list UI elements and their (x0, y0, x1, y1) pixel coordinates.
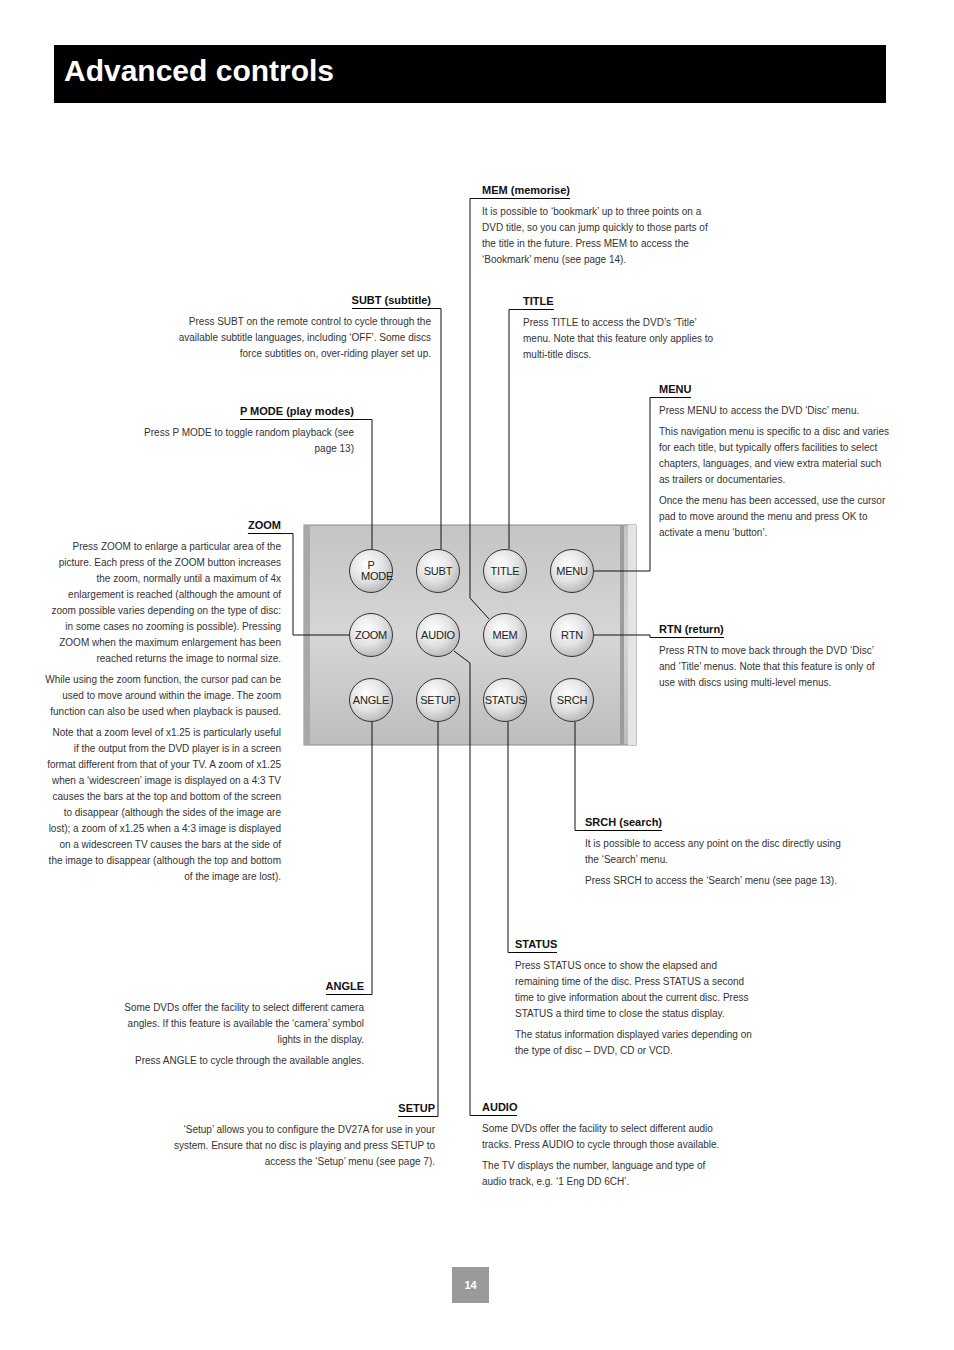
callout-heading: SUBT (subtitle) (352, 293, 431, 309)
leader-line (454, 651, 482, 1116)
button-label: MEM (492, 630, 517, 641)
leader-line (281, 534, 349, 636)
callout-heading: MENU (659, 382, 691, 398)
callout-heading-row: MENU (659, 379, 891, 403)
callout-text: It is possible to ‘bookmark’ up to three… (482, 204, 722, 268)
callout-text: Press ZOOM to enlarge a particular area … (45, 539, 281, 667)
page-title: Advanced controls (64, 53, 334, 89)
button-label: STATUS (485, 695, 526, 706)
leader-line (594, 398, 659, 572)
callout-heading-row: SETUP (173, 1098, 435, 1122)
button-label: SUBT (424, 566, 453, 577)
callout-text: Press SUBT on the remote control to cycl… (169, 314, 431, 362)
callout-heading: TITLE (523, 294, 554, 310)
button-label: SETUP (420, 695, 456, 706)
callout-text: This navigation menu is specific to a di… (659, 424, 891, 488)
callout-text: The TV displays the number, language and… (482, 1158, 722, 1190)
callout-text: Once the menu has been accessed, use the… (659, 493, 891, 541)
button-label: MENU (556, 566, 588, 577)
callout-heading: SRCH (search) (585, 815, 662, 831)
callout: MEM (memorise) It is possible to ‘bookmar… (482, 180, 722, 273)
callout-heading-row: AUDIO (482, 1097, 722, 1121)
remote-button: ZOOM (349, 613, 393, 657)
callout-text: The status information displayed varies … (515, 1027, 755, 1059)
callout: ZOOM Press ZOOM to enlarge a particular a… (45, 515, 281, 890)
callout: ANGLE Some DVDs offer the facility to sel… (114, 976, 364, 1074)
callout: SETUP ‘Setup’ allows you to configure the… (173, 1098, 435, 1175)
callout-heading: ZOOM (248, 518, 281, 534)
callout: RTN (return) Press RTN to move back throu… (659, 619, 887, 696)
button-label: ANGLE (353, 695, 389, 706)
remote-button: STATUS (483, 678, 527, 722)
callout-text: Some DVDs offer the facility to select d… (114, 1000, 364, 1048)
callout-heading: AUDIO (482, 1100, 517, 1116)
remote-button: ANGLE (349, 678, 393, 722)
button-label: SRCH (557, 695, 587, 706)
callout-heading-row: P MODE (play modes) (134, 401, 354, 425)
callout-text: It is possible to access any point on th… (585, 836, 847, 868)
page-number: 14 (464, 1279, 476, 1291)
leader-line (364, 722, 372, 995)
callout-text: Press STATUS once to show the elapsed an… (515, 958, 755, 1022)
button-label: TITLE (491, 566, 520, 577)
callout-text: Press SRCH to access the ‘Search’ menu (… (585, 873, 847, 889)
button-label: AUDIO (421, 630, 455, 641)
callout-text: Press ANGLE to cycle through the availab… (114, 1053, 364, 1069)
callout-text: Press MENU to access the DVD ‘Disc’ menu… (659, 403, 891, 419)
title-bar: Advanced controls (54, 45, 886, 103)
callout-text: Note that a zoom level of x1.25 is parti… (45, 725, 281, 885)
callout: MENU Press MENU to access the DVD ‘Disc’ … (659, 379, 891, 546)
callout-heading-row: TITLE (523, 291, 723, 315)
remote-button: RTN (550, 613, 594, 657)
callout-heading-row: MEM (memorise) (482, 180, 722, 204)
callout: P MODE (play modes) Press P MODE to toggl… (134, 401, 354, 462)
callout-heading-row: ZOOM (45, 515, 281, 539)
callout: TITLE Press TITLE to access the DVD’s ‘Ti… (523, 291, 723, 368)
remote-button: SETUP (416, 678, 460, 722)
button-label: RTN (561, 630, 583, 641)
leader-line (435, 722, 438, 1117)
callout-text: While using the zoom function, the curso… (45, 672, 281, 720)
callout-heading-row: STATUS (515, 934, 755, 958)
remote-button: AUDIO (416, 613, 460, 657)
callout: STATUS Press STATUS once to show the elap… (515, 934, 755, 1064)
leader-line (354, 420, 372, 550)
callout-heading-row: RTN (return) (659, 619, 887, 643)
callout-heading: MEM (memorise) (482, 183, 570, 199)
callout: SRCH (search) It is possible to access an… (585, 812, 847, 894)
remote-button: SRCH (550, 678, 594, 722)
remote-button: MENU (550, 549, 594, 593)
leader-line (431, 309, 441, 550)
callout-text: Some DVDs offer the facility to select d… (482, 1121, 722, 1153)
callout-heading: STATUS (515, 937, 557, 953)
callout: SUBT (subtitle) Press SUBT on the remote … (169, 290, 431, 367)
page-number-box: 14 (452, 1267, 489, 1303)
leader-line (509, 310, 523, 550)
callout-heading: RTN (return) (659, 622, 724, 638)
callout-heading: ANGLE (326, 979, 365, 995)
remote-button: SUBT (416, 549, 460, 593)
button-label: ZOOM (355, 630, 387, 641)
callout-heading: P MODE (play modes) (240, 404, 354, 420)
callout-text: Press RTN to move back through the DVD ‘… (659, 643, 887, 691)
callout-text: Press P MODE to toggle random playback (… (134, 425, 354, 457)
callout-text: ‘Setup’ allows you to configure the DV27… (173, 1122, 435, 1170)
callout-heading-row: ANGLE (114, 976, 364, 1000)
callout: AUDIO Some DVDs offer the facility to sel… (482, 1097, 722, 1195)
leader-line (575, 722, 585, 831)
callout-heading-row: SUBT (subtitle) (169, 290, 431, 314)
remote-button: MEM (483, 613, 527, 657)
callout-heading-row: SRCH (search) (585, 812, 847, 836)
leader-line (594, 635, 659, 638)
remote-button: TITLE (483, 549, 527, 593)
callout-heading: SETUP (398, 1101, 435, 1117)
leader-line (508, 722, 515, 953)
callout-text: Press TITLE to access the DVD’s ‘Title’ … (523, 315, 723, 363)
button-label: P MODE (361, 560, 381, 582)
remote-button: P MODE (349, 549, 393, 593)
